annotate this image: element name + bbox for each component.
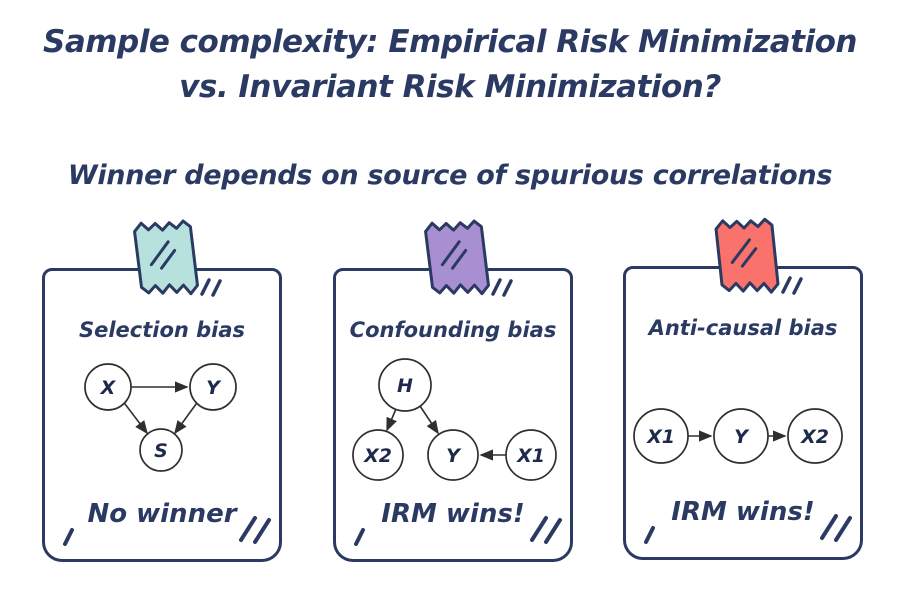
node-circle [189, 363, 237, 411]
card-label: Confounding bias [349, 318, 557, 342]
node-label: X1 [516, 445, 545, 467]
card-verdict: IRM wins! [381, 499, 525, 529]
node-circle [787, 408, 843, 464]
card-selection-bias: Selection bias X Y S No winner [42, 219, 282, 562]
washi-tape-icon [714, 217, 780, 294]
slide-title-line1: Sample complexity: Empirical Risk Minimi… [43, 24, 858, 60]
corner-stroke-icon [644, 526, 655, 544]
tape-shape [424, 219, 490, 296]
quote-mark-icon [792, 277, 803, 295]
causal-graph-confounding: H X2 Y X1 [352, 358, 557, 481]
node-label: S [154, 440, 168, 462]
quote-mark-icon [200, 278, 211, 296]
tape-shine-icon [160, 248, 177, 270]
tape-shine-icon [740, 247, 758, 268]
tape-shine-icon [440, 240, 461, 267]
slide-title-line2: vs. Invariant Risk Minimization? [179, 69, 721, 105]
quote-mark-icon [211, 279, 222, 297]
tape-shine-icon [730, 238, 751, 264]
node-circle [378, 358, 432, 412]
slide-subtitle: Winner depends on source of spurious cor… [67, 160, 833, 191]
node-circle [352, 429, 404, 481]
causal-graph-selection: X Y S [84, 363, 237, 472]
node-circle [505, 429, 557, 481]
corner-stroke-icon [63, 528, 74, 546]
card-verdict: No winner [87, 499, 237, 529]
quote-mark-icon [502, 279, 513, 297]
card-label: Selection bias [78, 318, 246, 342]
quote-mark-icon [491, 278, 502, 296]
node-label: X [100, 377, 117, 399]
slide-title: Sample complexity: Empirical Risk Minimi… [0, 20, 900, 110]
node-label: Y [734, 426, 750, 448]
node-label: H [397, 375, 413, 397]
node-label: X2 [800, 426, 829, 448]
tape-shape [714, 217, 780, 294]
edge-x-to-s-arrow [121, 399, 148, 435]
card-confounding-bias: Confounding bias H X2 Y X1 IRM wins! [333, 219, 573, 562]
node-circle [427, 429, 479, 481]
node-label: X2 [363, 445, 392, 467]
node-circle [713, 408, 769, 464]
node-label: Y [446, 445, 462, 467]
node-label: X1 [646, 426, 675, 448]
causal-graph-anticausal: X1 Y X2 [633, 408, 843, 464]
node-circle [633, 408, 689, 464]
tape-shine-icon [149, 240, 170, 267]
card-verdict: IRM wins! [671, 497, 815, 527]
edge-y-to-s-arrow [174, 399, 200, 435]
tape-shape [133, 219, 199, 296]
node-circle [84, 363, 132, 411]
quote-mark-icon [781, 276, 792, 294]
card-anti-causal-bias: Anti-causal bias X1 Y X2 IRM wins! [623, 217, 863, 560]
edge-h-to-y-arrow [419, 405, 439, 435]
tape-shine-icon [451, 248, 468, 270]
node-circle [139, 428, 183, 472]
corner-stroke-icon [354, 528, 365, 546]
washi-tape-icon [424, 219, 490, 296]
node-label: Y [206, 377, 222, 399]
washi-tape-icon [133, 219, 199, 296]
edge-h-to-x2-arrow [386, 408, 397, 432]
card-label: Anti-causal bias [648, 316, 838, 340]
